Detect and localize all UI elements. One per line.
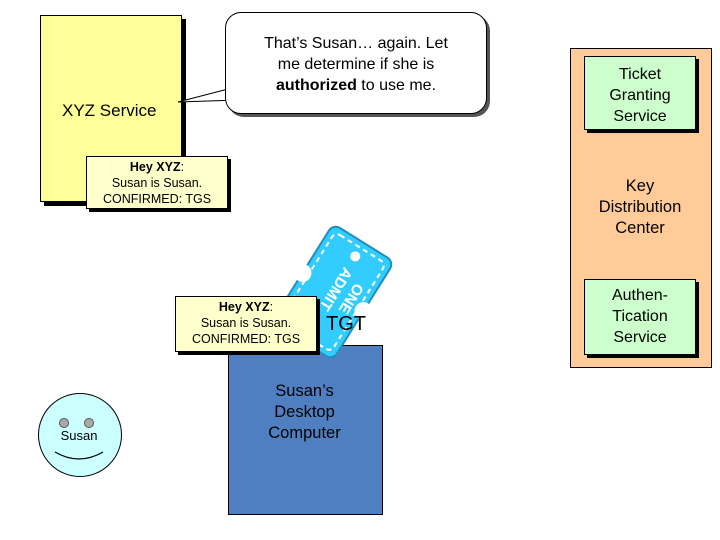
- tgs-line-2: Granting: [609, 87, 671, 104]
- kdc-label-line-1: Key: [625, 177, 655, 195]
- xyz-service-label: XYZ Service: [62, 101, 157, 120]
- bubble-line-1: That’s Susan… again. Let: [264, 35, 448, 52]
- bubble-line-2: me determine if she is: [277, 56, 435, 73]
- tgt-label: TGT: [326, 313, 366, 335]
- tgs-line-1: Ticket: [618, 66, 662, 83]
- speech-bubble: That’s Susan… again. Let me determine if…: [225, 12, 487, 114]
- kdc-label-line-2: Distribution: [598, 198, 682, 216]
- susan-label: Susan: [60, 428, 98, 443]
- ticket-bottom-line-1: Hey XYZ:: [176, 299, 316, 315]
- ticket-granting-service-box: Ticket Granting Service: [584, 56, 696, 130]
- desktop-line-1: Susan’s: [275, 382, 334, 400]
- bubble-line-3: authorized to use me.: [226, 75, 486, 96]
- ticket-top-line-1-rest: :: [180, 160, 185, 174]
- ticket-bottom-bold: Hey XYZ: [218, 300, 270, 314]
- desktop-line-3: Computer: [268, 424, 341, 442]
- ticket-top-line-1: Hey XYZ:: [87, 159, 227, 175]
- bubble-bold-word: authorized: [275, 77, 357, 94]
- left-eye: [59, 418, 69, 428]
- susan-face-icon: [38, 393, 122, 477]
- desktop-label: Susan’s Desktop Computer: [228, 381, 381, 444]
- as-line-2: Tication: [612, 308, 668, 325]
- ticket-bottom-line-2: Susan is Susan.: [200, 316, 292, 330]
- authentication-service-box: Authen- Tication Service: [584, 279, 696, 355]
- as-line-1: Authen-: [611, 287, 669, 304]
- bubble-line-3-rest: to use me.: [356, 77, 437, 94]
- ticket-message-top: Hey XYZ: Susan is Susan. CONFIRMED: TGS: [86, 156, 228, 209]
- kdc-label-line-3: Center: [615, 219, 665, 237]
- ticket-bottom-line-1-rest: :: [269, 300, 274, 314]
- ticket-top-bold: Hey XYZ: [129, 160, 181, 174]
- ticket-message-bottom: Hey XYZ: Susan is Susan. CONFIRMED: TGS: [175, 296, 317, 352]
- ticket-top-line-2: Susan is Susan.: [111, 176, 203, 190]
- ticket-bottom-line-3: CONFIRMED: TGS: [191, 332, 301, 346]
- right-eye: [84, 418, 94, 428]
- desktop-line-2: Desktop: [274, 403, 335, 421]
- ticket-top-line-3: CONFIRMED: TGS: [102, 192, 212, 206]
- kdc-label: Key Distribution Center: [570, 176, 710, 239]
- tgs-line-3: Service: [613, 108, 667, 125]
- smile: [54, 451, 104, 460]
- as-line-3: Service: [613, 329, 667, 346]
